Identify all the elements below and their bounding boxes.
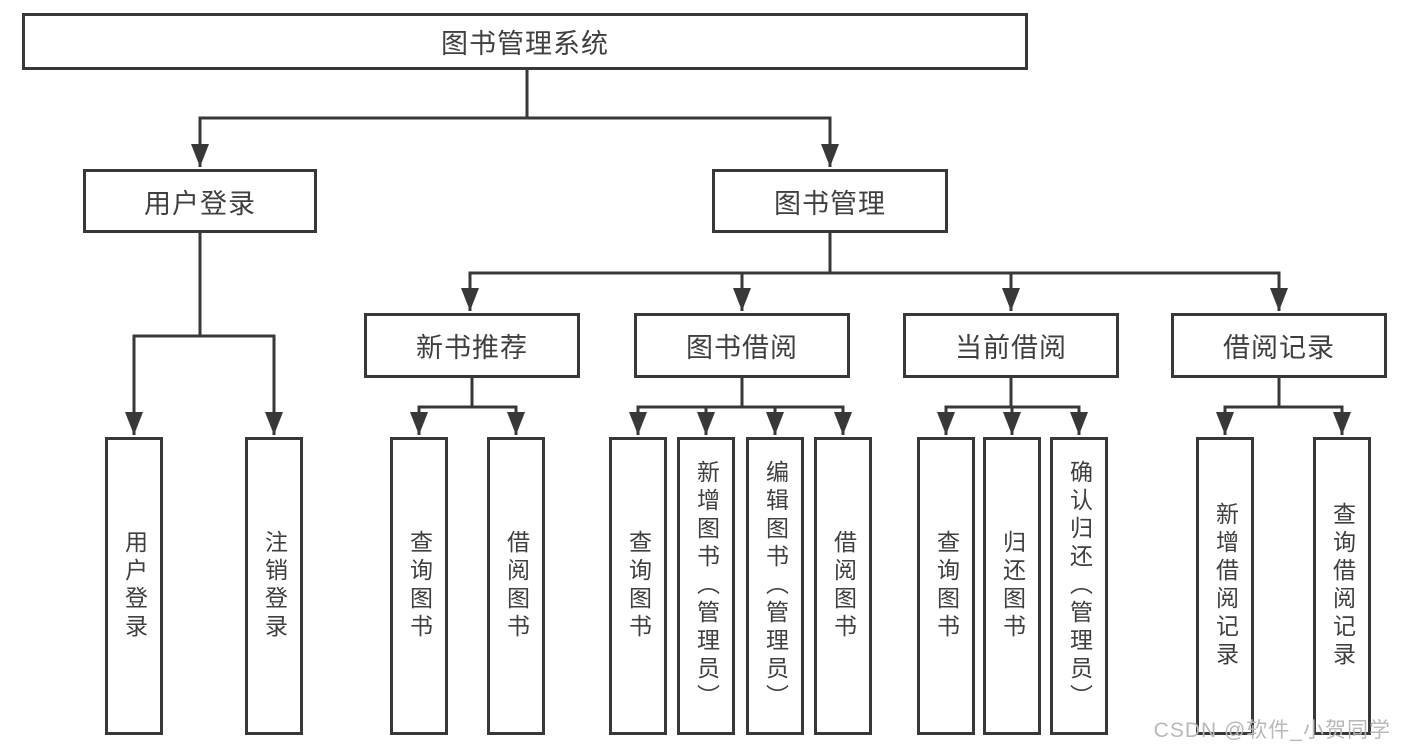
node-user-login: 用户登录 <box>83 169 317 233</box>
leaf-add-borrow-record: 新增借阅记录 <box>1196 437 1254 735</box>
node-book-borrowing: 图书借阅 <box>634 313 850 378</box>
leaf-borrow-book-recommend: 借阅图书 <box>487 437 545 735</box>
leaf-query-book-recommend: 查询图书 <box>390 437 448 735</box>
leaf-edit-book-admin: 编辑图书（管理员） <box>746 437 804 735</box>
leaf-logout-login: 注销登录 <box>245 437 303 735</box>
leaf-confirm-return-admin: 确认归还（管理员） <box>1050 437 1108 735</box>
leaf-borrow-book-borrowing: 借阅图书 <box>814 437 872 735</box>
leaf-user-login: 用户登录 <box>105 437 163 735</box>
node-borrowing-records: 借阅记录 <box>1171 313 1387 378</box>
node-new-book-recommend: 新书推荐 <box>364 313 580 378</box>
leaf-query-book-current: 查询图书 <box>917 437 975 735</box>
node-current-borrowing: 当前借阅 <box>903 313 1119 378</box>
leaf-query-book-borrowing: 查询图书 <box>609 437 667 735</box>
node-book-management: 图书管理 <box>712 169 948 233</box>
leaf-return-book: 归还图书 <box>983 437 1041 735</box>
leaf-add-book-admin: 新增图书（管理员） <box>677 437 735 735</box>
leaf-query-borrow-record: 查询借阅记录 <box>1313 437 1371 735</box>
csdn-watermark: CSDN @软件_小贺同学 <box>1153 719 1391 742</box>
node-root: 图书管理系统 <box>22 13 1028 70</box>
